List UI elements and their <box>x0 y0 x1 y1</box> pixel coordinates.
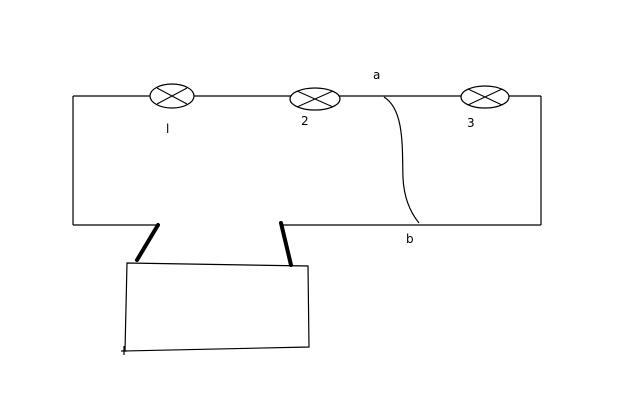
bulb-3-label: 3 <box>467 116 475 130</box>
bulb-3-icon <box>460 85 510 109</box>
left-terminal-lead <box>135 223 160 262</box>
power-source-box <box>124 262 310 352</box>
bulb-1-icon <box>149 83 195 109</box>
right-terminal-lead <box>279 221 293 267</box>
point-b-label: b <box>406 232 414 246</box>
bulb-2-label: 2 <box>301 114 309 128</box>
short-circuit-wire <box>383 96 420 224</box>
bulb-1-label: l <box>166 122 169 136</box>
bulb-2-icon <box>289 87 341 111</box>
point-a-label: a <box>373 68 380 82</box>
